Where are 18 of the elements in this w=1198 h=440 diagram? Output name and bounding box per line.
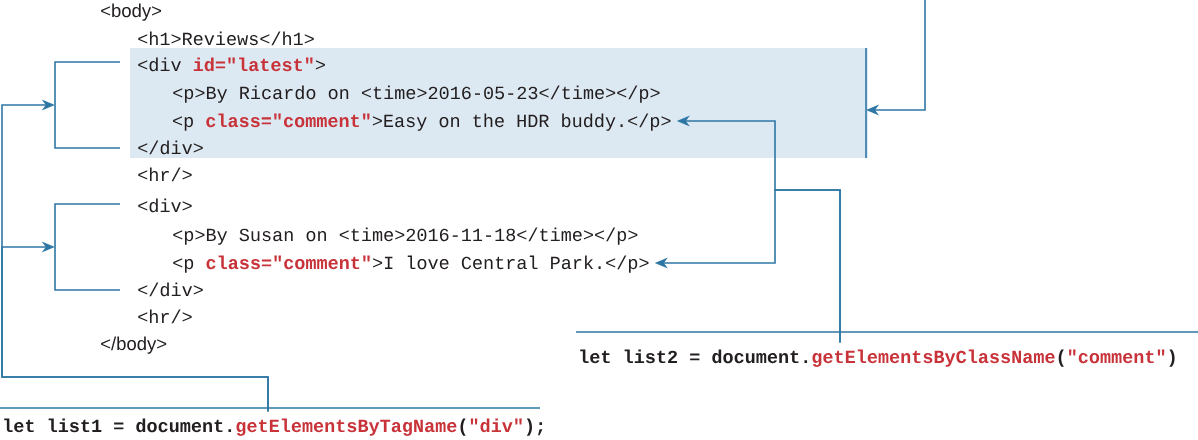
code-line: <body> xyxy=(101,3,161,21)
code-line: <div id="latest"> xyxy=(138,57,325,72)
code-line: <p class="comment">I love Central Park.</p> xyxy=(173,255,649,273)
bracket xyxy=(54,61,121,149)
code-line: <p class="comment">Easy on the HDR buddy.</p> xyxy=(173,113,671,131)
code-line: <p>By Ricardo on <time>2016-05-23</time></p> xyxy=(173,85,660,103)
arrow xyxy=(1,241,269,413)
code-line: let list1 = document.getElementsByTagName("div"); xyxy=(4,418,543,436)
code-line: <h1>Reviews</h1> xyxy=(138,31,314,46)
code-line: </div> xyxy=(138,140,203,155)
bracket xyxy=(54,203,121,291)
code-line: <div> xyxy=(138,198,192,213)
code-line: </div> xyxy=(138,282,203,297)
code-line: <p>By Susan on <time>2016-11-18</time></p> xyxy=(173,227,638,245)
code-line: let list2 = document.getElementsByClassName("comment") xyxy=(580,349,1175,367)
code-line: </body> xyxy=(101,336,167,354)
code-line: <hr/> xyxy=(138,167,192,182)
code-line: <hr/> xyxy=(138,309,192,324)
